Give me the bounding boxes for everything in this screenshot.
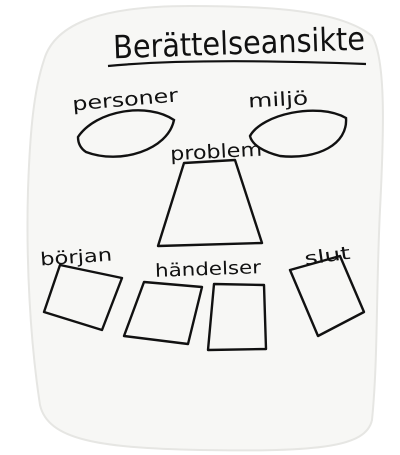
label-handelser: händelser: [155, 257, 262, 282]
label-miljo: miljö: [248, 87, 309, 112]
paper-sheet: [28, 6, 383, 450]
